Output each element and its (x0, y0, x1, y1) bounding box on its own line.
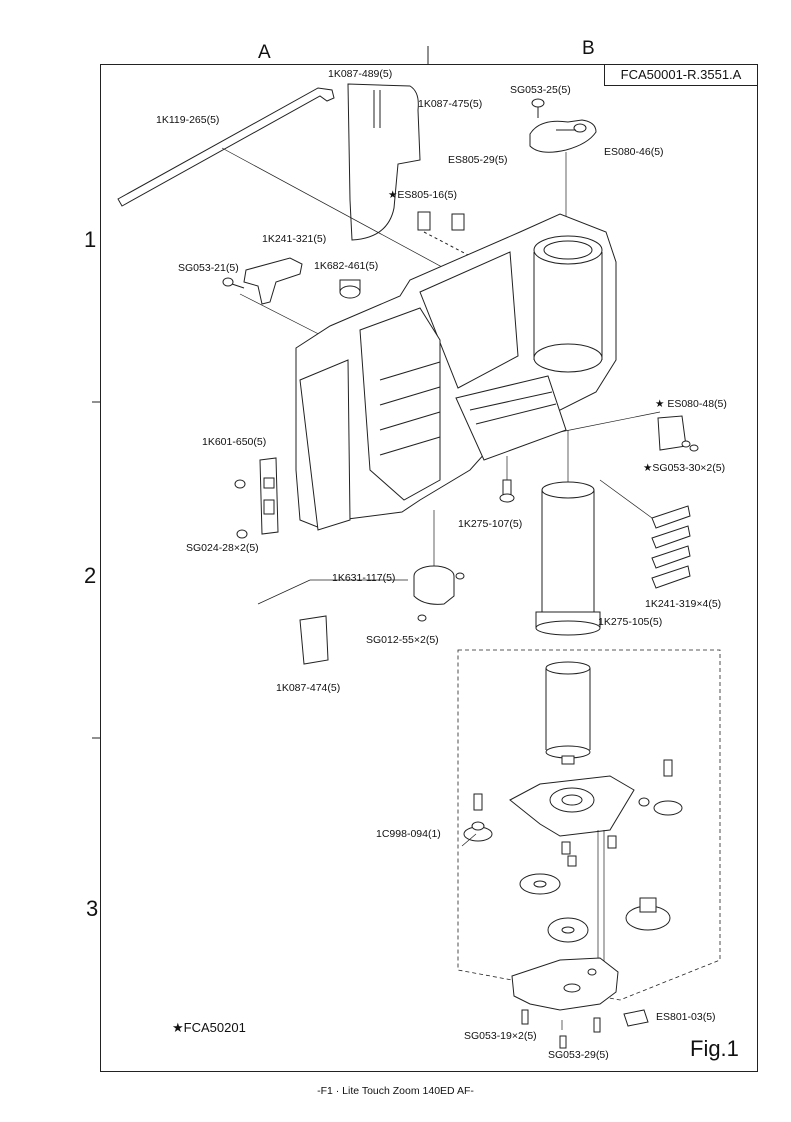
part-label: SG012-55×2(5) (366, 634, 439, 646)
part-label: SG053-21(5) (178, 262, 239, 274)
part-label: ES801-03(5) (656, 1011, 716, 1023)
contact-springs-part (599, 479, 691, 589)
flex-strip-part (347, 83, 421, 241)
spring-bracket-part (243, 257, 303, 305)
roller-part (339, 279, 361, 299)
part-label: ES080-46(5) (604, 146, 664, 158)
gear-right (638, 759, 683, 816)
bottom-screws (521, 1009, 649, 1049)
column-label-a: A (258, 42, 271, 63)
flex-sheet-part (257, 579, 408, 665)
footnote-reference: ★FCA50201 (172, 1020, 246, 1035)
eyelet-plate-part (529, 119, 597, 153)
part-label: SG053-25(5) (510, 84, 571, 96)
row-label-3: 3 (86, 896, 99, 921)
gear-middle (519, 873, 671, 943)
part-label: 1K275-105(5) (598, 616, 663, 628)
hex-key-part (117, 87, 335, 207)
camera-body-part (295, 213, 617, 531)
post-screw-part (499, 456, 515, 503)
document-id-box: FCA50001-R.3551.A (604, 64, 758, 86)
part-label: 1K119-265(5) (156, 114, 220, 126)
pad-part (559, 411, 699, 452)
part-label: 1K087-474(5) (276, 682, 341, 694)
part-label: 1K087-489(5) (328, 68, 393, 80)
part-label: ★ES805-16(5) (388, 189, 457, 201)
part-label: 1C998-094(1) (376, 828, 441, 840)
part-label: ES805-29(5) (448, 154, 508, 166)
part-label: 1K601-650(5) (202, 436, 267, 448)
figure-label: Fig.1 (690, 1036, 739, 1061)
gearbox-frame-part (509, 775, 635, 837)
column-label-b: B (582, 38, 595, 59)
drawing-frame (100, 64, 758, 1072)
part-label: 1K087-475(5) (418, 98, 483, 110)
bottom-plate-part (511, 957, 619, 1011)
part-label: 1K241-319×4(5) (645, 598, 722, 610)
page-caption: -F1 · Lite Touch Zoom 140ED AF- (317, 1085, 474, 1097)
gear-1C998-094 (463, 793, 493, 842)
top-screw-part (531, 98, 545, 118)
part-label: ★SG053-30×2(5) (643, 462, 726, 474)
side-screw-part (222, 277, 245, 289)
drive-motor-part (545, 661, 591, 765)
part-label: SG053-29(5) (548, 1049, 609, 1061)
side-plate-part (234, 457, 279, 539)
part-label: SG053-19×2(5) (464, 1030, 537, 1042)
part-label: ★ ES080-48(5) (655, 398, 727, 410)
part-label: 1K682-461(5) (314, 260, 379, 272)
part-label: SG024-28×2(5) (186, 542, 259, 554)
row-label-1: 1 (84, 227, 97, 252)
motor-part (413, 510, 465, 622)
battery-tube-part (535, 430, 601, 636)
part-label: 1K275-107(5) (458, 518, 523, 530)
part-label: 1K241-321(5) (262, 233, 327, 245)
part-label: 1K631-117(5) (332, 572, 396, 584)
row-label-2: 2 (84, 563, 97, 588)
